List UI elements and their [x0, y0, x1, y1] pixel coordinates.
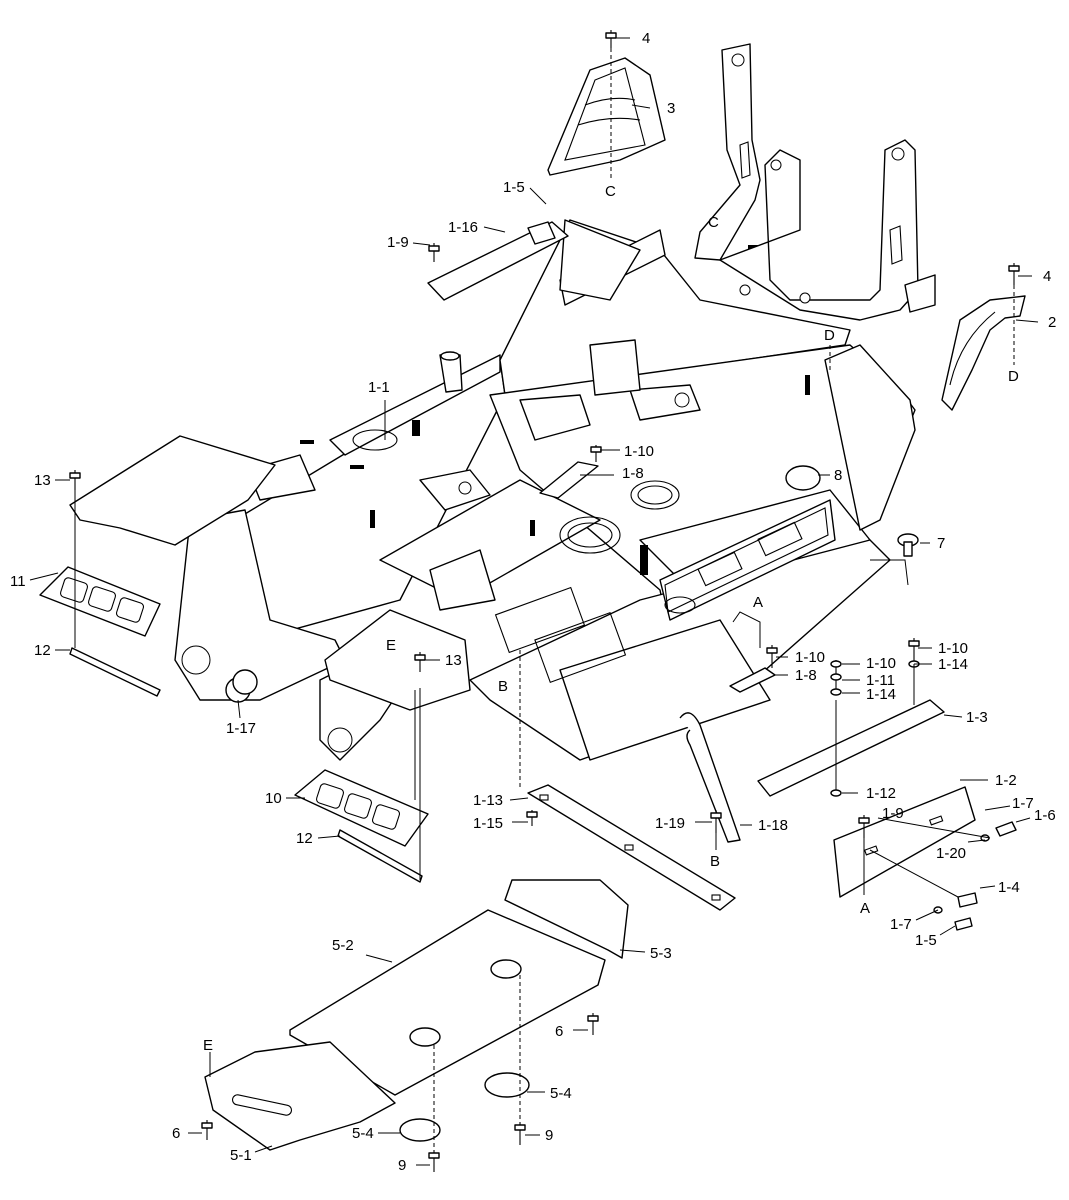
callout-B-low: B — [710, 853, 720, 870]
part-1-3-bar — [757, 699, 945, 797]
callout-1-10-r1: 1-10 — [938, 640, 968, 657]
callout-A-low: A — [860, 900, 870, 917]
callout-11: 11 — [10, 573, 26, 590]
part-5-4-cap-left — [399, 1118, 441, 1142]
part-1-16-plate — [427, 221, 569, 301]
callout-B-mid: B — [498, 678, 508, 695]
callout-E-low: E — [203, 1037, 213, 1054]
part-1-4-latch — [957, 892, 978, 908]
callout-1-9-top: 1-9 — [387, 234, 409, 251]
callout-1-14-b: 1-14 — [866, 686, 896, 703]
callout-1-20: 1-20 — [936, 845, 966, 862]
callout-D-mid: D — [824, 327, 835, 344]
callout-1-13: 1-13 — [473, 792, 503, 809]
part-1-5-pin-low — [954, 917, 973, 931]
part-11-grille — [39, 566, 161, 637]
callout-1-1: 1-1 — [368, 379, 390, 396]
callout-1-3: 1-3 — [966, 709, 988, 726]
callout-6-right: 6 — [555, 1023, 563, 1040]
callout-1-19: 1-19 — [655, 815, 685, 832]
part-1-13-bar — [527, 784, 736, 911]
left-top-panel — [69, 435, 276, 546]
callout-1-6: 1-6 — [1034, 807, 1056, 824]
part-12-strip-mid — [337, 829, 423, 883]
callout-10: 10 — [265, 790, 282, 807]
callout-5-1: 5-1 — [230, 1147, 252, 1164]
callout-1-15: 1-15 — [473, 815, 503, 832]
callout-1-14-a: 1-14 — [938, 656, 968, 673]
callout-labels: 4 3 C 1-5 1-16 1-9 C 4 2 D D 1-1 1-10 1-… — [10, 30, 1056, 1174]
callout-13-left: 13 — [34, 472, 51, 489]
callout-12-mid: 12 — [296, 830, 313, 847]
callout-1-10-r3: 1-10 — [866, 655, 896, 672]
callout-A-mid: A — [753, 594, 763, 611]
callout-5-4-right: 5-4 — [550, 1085, 572, 1102]
callout-1-9-right: 1-9 — [882, 805, 904, 822]
callout-1-17: 1-17 — [226, 720, 256, 737]
part-5-2-cover — [289, 909, 606, 1096]
callout-1-11: 1-11 — [866, 672, 895, 689]
callout-1-8-mid: 1-8 — [622, 465, 644, 482]
callout-4-right: 4 — [1043, 268, 1051, 285]
callout-1-5-low: 1-5 — [915, 932, 937, 949]
part-5-4-cap-right — [484, 1072, 530, 1098]
callout-1-2: 1-2 — [995, 772, 1017, 789]
callout-12-left: 12 — [34, 642, 51, 659]
part-1-6-pin — [995, 821, 1017, 837]
callout-1-16: 1-16 — [448, 219, 478, 236]
callout-2: 2 — [1048, 314, 1056, 331]
part-5-1-cover — [204, 1041, 396, 1151]
callout-1-4: 1-4 — [998, 879, 1020, 896]
part-1-2-plate — [833, 786, 976, 898]
callout-5-3: 5-3 — [650, 945, 672, 962]
callout-1-10-r2: 1-10 — [795, 649, 825, 666]
callout-1-18: 1-18 — [758, 817, 788, 834]
callout-7: 7 — [937, 535, 945, 552]
callout-13-mid: 13 — [445, 652, 462, 669]
callout-E-mid: E — [386, 637, 396, 654]
callout-9-low: 9 — [398, 1157, 406, 1174]
callout-5-2: 5-2 — [332, 937, 354, 954]
callout-9-mid: 9 — [545, 1127, 553, 1144]
callout-5-4-left: 5-4 — [352, 1125, 374, 1142]
callout-1-5-top: 1-5 — [503, 179, 525, 196]
callout-D-right: D — [1008, 368, 1019, 385]
callout-1-10-mid: 1-10 — [624, 443, 654, 460]
callout-C-mid: C — [708, 214, 719, 231]
part-1-8-plate-mid — [539, 461, 599, 499]
callout-C-top: C — [605, 183, 616, 200]
callout-1-8-right: 1-8 — [795, 667, 817, 684]
callout-3: 3 — [667, 100, 675, 117]
part-10-grille — [294, 769, 429, 847]
callout-4-top: 4 — [642, 30, 650, 47]
callout-8: 8 — [834, 467, 842, 484]
part-7-plug — [897, 533, 919, 557]
part-1-18-handrail — [679, 712, 741, 843]
callout-1-7-b: 1-7 — [890, 916, 912, 933]
callout-1-12: 1-12 — [866, 785, 896, 802]
rops-frame — [559, 43, 936, 321]
part-2-guard — [941, 295, 1026, 411]
part-3-cover — [547, 57, 666, 176]
part-12-strip-left — [69, 647, 161, 697]
leader-lines — [29, 37, 1039, 1166]
callout-6-left: 6 — [172, 1125, 180, 1142]
callout-1-7-a: 1-7 — [1012, 795, 1034, 812]
part-5-3-cover — [504, 879, 629, 959]
part-8-cap — [785, 465, 821, 491]
